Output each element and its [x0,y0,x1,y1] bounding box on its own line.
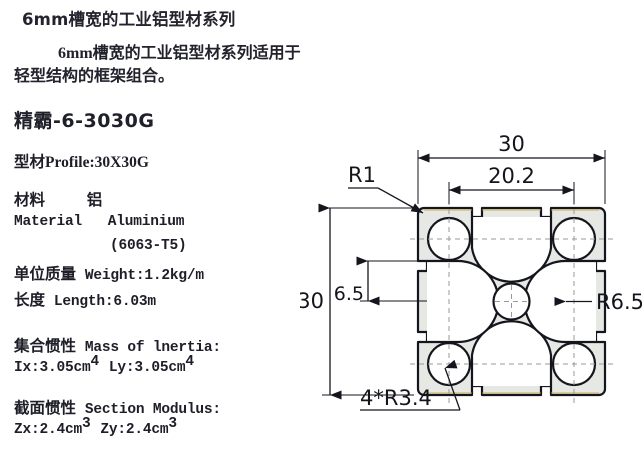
spec-material-alloy: (6063-T5) [110,236,187,254]
specification-text-column: 6mm槽宽的工业铝型材系列 6mm槽宽的工业铝型材系列适用于 轻型结构的框架组合… [14,10,330,438]
length-value: Length:6.03m [53,294,156,310]
spec-length: 长度 Length:6.03m [14,288,156,310]
annotation-corner-radius: R1 [348,163,424,214]
dimension-width-inner: 20.2 [448,164,575,204]
center-bore [492,282,531,321]
inertia-ix-exponent: 4 [90,353,100,370]
dimension-slot-height-label: 6.5 [334,283,364,305]
centerlines [410,200,613,405]
dimension-width-inner-label: 20.2 [488,164,535,188]
profile-cross-section-drawing: 30 20.2 30 6.5 [300,120,642,470]
intro-line-2: 轻型结构的框架组合。 [14,68,175,85]
annotation-inner-radius: R6.5 [554,290,642,314]
inertia-label-en: Mass of lnertia: [84,340,221,356]
material-value-en: Aluminium [107,214,185,230]
scan-highlight [424,209,599,394]
weight-value: Weight:1.2kg/m [84,268,204,284]
spec-weight: 单位质量 Weight:1.2kg/m [14,262,204,284]
annotation-bore-radius: 4*R3.4 [360,359,461,411]
inertia-ly-exponent: 4 [185,353,194,370]
material-alloy-text: (6063-T5) [110,238,187,254]
material-value-cn: 铝 [86,192,103,209]
inertia-ly: Ly:3.05cm [108,360,186,376]
dimension-width-overall-label: 30 [498,132,525,156]
inertia-ix: Ix:3.05cm [14,360,91,376]
intro-paragraph: 6mm槽宽的工业铝型材系列适用于 轻型结构的框架组合。 [14,42,330,88]
modulus-label-en: Section Modulus: [84,402,221,418]
modulus-zx: Zx:2.4cm [14,422,83,438]
intro-line-1: 6mm槽宽的工业铝型材系列适用于 [58,45,301,62]
annotation-inner-radius-label: R6.5 [596,290,642,314]
modulus-zy-exponent: 3 [168,415,177,432]
spec-modulus-header: 截面惯性 Section Modulus: [14,396,221,418]
model-number: 精霸-6-3030G [14,110,155,132]
spec-profile: 型材Profile:30X30G [14,150,149,172]
modulus-zx-exponent: 3 [82,415,91,432]
annotation-corner-radius-label: R1 [348,163,376,187]
spec-material-cn: 材料 铝 [14,188,102,210]
length-label-cn: 长度 [14,292,46,309]
modulus-zy: Zy:2.4cm [100,422,169,438]
annotation-bore-radius-label: 4*R3.4 [360,386,432,410]
material-label-cn: 材料 [14,192,46,209]
weight-label-cn: 单位质量 [14,266,77,283]
spec-material-en: Material Aluminium [14,212,184,230]
modulus-label-cn: 截面惯性 [14,400,77,417]
dimension-height-overall: 30 [300,203,414,400]
spec-modulus-values: Zx:2.4cm3 Zy:2.4cm3 [14,417,177,438]
page-title: 6mm槽宽的工业铝型材系列 [22,10,236,29]
dimension-height-overall-label: 30 [300,289,324,313]
spec-inertia-values: Ix:3.05cm4 Ly:3.05cm4 [14,355,194,376]
inertia-label-cn: 集合惯性 [14,338,77,355]
dimension-width-overall: 30 [417,132,606,204]
dimension-slot-height: 6.5 [334,256,427,306]
material-label-en: Material [14,214,83,230]
spec-profile-text: 型材Profile:30X30G [14,154,149,171]
spec-inertia-header: 集合惯性 Mass of lnertia: [14,334,221,356]
